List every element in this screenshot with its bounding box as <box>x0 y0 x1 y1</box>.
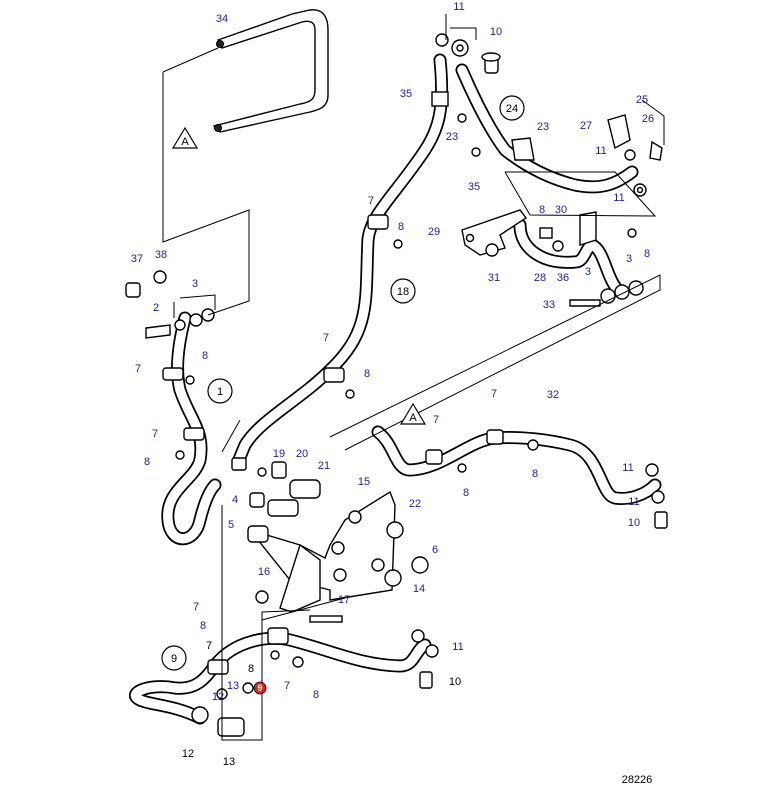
part-label: 34 <box>216 13 228 25</box>
part-label: 7 <box>284 680 290 692</box>
part-label: 10 <box>449 676 461 688</box>
part-label: 20 <box>296 448 308 460</box>
warning-symbol-left: A <box>171 126 199 149</box>
svg-text:9: 9 <box>171 653 177 665</box>
part-label: 23 <box>537 121 549 133</box>
part-label: 16 <box>258 566 270 578</box>
bracket-34 <box>212 9 329 133</box>
part-label: 25 <box>636 94 648 106</box>
part-label: 10 <box>628 517 640 529</box>
part-label: 8 <box>200 620 206 632</box>
part-label: 8 <box>463 487 469 499</box>
fittings <box>125 33 668 737</box>
part-label: 26 <box>642 113 654 125</box>
part-label: 8 <box>144 456 150 468</box>
part-label: 29 <box>428 226 440 238</box>
svg-text:A: A <box>181 136 189 148</box>
part-label: 12 <box>182 748 194 760</box>
leader-lines <box>162 14 665 741</box>
part-label: 8 <box>364 368 370 380</box>
part-label: 11 <box>595 145 606 157</box>
bracket-15 <box>248 490 396 613</box>
part-label: 22 <box>409 498 421 510</box>
part-label: 7 <box>368 195 374 207</box>
part-label: 7 <box>135 363 141 375</box>
part-label: 11 <box>622 462 633 474</box>
part-label: 13 <box>223 756 235 768</box>
highlighted-part-marker[interactable]: 9 <box>253 681 267 695</box>
part-label: 8 <box>532 468 538 480</box>
part-label: 8 <box>248 663 254 675</box>
part-label: 3 <box>585 266 591 278</box>
part-label: 11 <box>628 496 639 508</box>
bracket-29 <box>461 209 597 256</box>
part-label: 32 <box>547 389 559 401</box>
callout-1: 1 <box>207 378 233 404</box>
svg-text:24: 24 <box>506 103 518 115</box>
part-label: 5 <box>228 519 234 531</box>
hoses <box>128 53 662 725</box>
part-label: 38 <box>155 249 167 261</box>
part-label: 7 <box>491 388 497 400</box>
part-label: 6 <box>432 544 438 556</box>
part-label: 33 <box>543 299 555 311</box>
part-label: 7 <box>193 601 199 613</box>
part-label: 37 <box>131 253 143 265</box>
part-label: 7 <box>433 414 439 426</box>
part-label: 8 <box>398 221 404 233</box>
part-label: 2 <box>153 302 159 314</box>
part-label: 11 <box>613 192 624 204</box>
part-label: 11 <box>453 1 464 13</box>
part-label: 8 <box>313 689 319 701</box>
part-label: 7 <box>323 332 329 344</box>
part-label: 28 <box>534 272 546 284</box>
figure-number: 28226 <box>622 774 653 786</box>
callout-9: 9 <box>161 645 187 671</box>
part-label: 21 <box>318 460 330 472</box>
part-label: 7 <box>152 428 158 440</box>
part-label: 17 <box>338 594 350 606</box>
part-label: 11 <box>452 641 463 653</box>
callout-24: 24 <box>499 95 525 121</box>
part-label: 35 <box>468 181 480 193</box>
warning-symbol-right: A <box>399 402 427 425</box>
part-label: 23 <box>446 131 458 143</box>
part-label: 35 <box>400 88 412 100</box>
part-label: 13 <box>227 680 239 692</box>
part-label: 8 <box>202 350 208 362</box>
part-label: 30 <box>555 204 567 216</box>
part-label: 19 <box>273 448 285 460</box>
svg-text:18: 18 <box>397 286 409 298</box>
part-label: 27 <box>580 120 592 132</box>
svg-text:1: 1 <box>217 386 223 398</box>
part-label: 4 <box>232 494 238 506</box>
part-label: 15 <box>358 476 370 488</box>
part-label: 8 <box>539 204 545 216</box>
part-label: 36 <box>557 272 569 284</box>
part-labels: 34 11 10 35 23 23 27 25 26 11 35 11 7 8 … <box>131 1 654 768</box>
part-label: 12 <box>212 691 224 703</box>
part-label: 14 <box>413 583 425 595</box>
part-label: 3 <box>626 253 632 265</box>
svg-text:9: 9 <box>257 683 262 693</box>
part-label: 31 <box>488 272 500 284</box>
part-label: 10 <box>490 26 502 38</box>
part-label: 8 <box>644 248 650 260</box>
callout-18: 18 <box>390 278 416 304</box>
part-label: 7 <box>206 640 212 652</box>
part-label: 3 <box>192 278 198 290</box>
svg-text:A: A <box>409 412 417 424</box>
